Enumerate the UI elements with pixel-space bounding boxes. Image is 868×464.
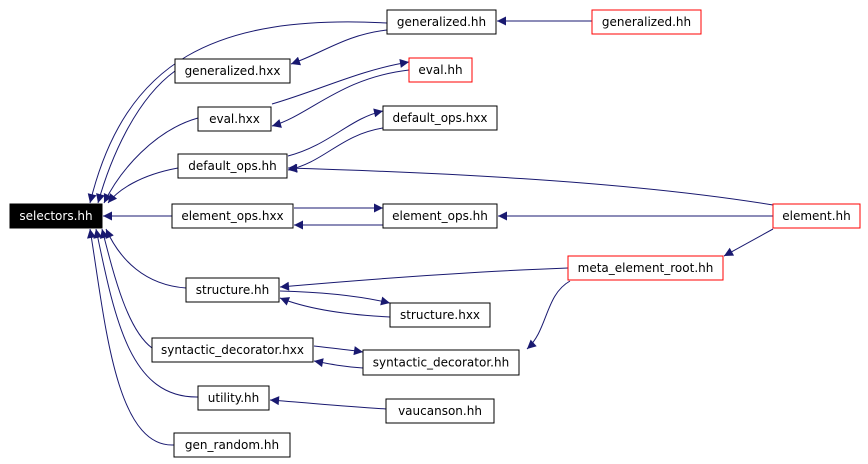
edge-default-ops-hxx-to-default-ops-hh xyxy=(287,127,384,173)
node-label: utility.hh xyxy=(208,391,259,405)
node-syntactic-decorator-hh[interactable]: syntactic_decorator.hh xyxy=(362,349,520,376)
node-label: eval.hxx xyxy=(209,112,260,126)
node-gen-random-hh[interactable]: gen_random.hh xyxy=(173,432,291,458)
edge-meta-element-root-hh-to-syntactic-decorator-hh xyxy=(526,280,571,350)
node-label: default_ops.hxx xyxy=(392,111,487,125)
edge-meta-element-root-hh-to-structure-hh xyxy=(279,267,569,291)
node-syntactic-decorator-hxx[interactable]: syntactic_decorator.hxx xyxy=(151,337,314,363)
node-eval-hh[interactable]: eval.hh xyxy=(408,57,473,83)
node-selectors-hh[interactable]: selectors.hh xyxy=(9,203,103,229)
edge-gen-random-hh-to-selectors-hh xyxy=(87,228,175,446)
node-label: meta_element_root.hh xyxy=(578,261,714,275)
edge-element-hh-to-meta-element-root-hh xyxy=(723,228,774,257)
edge-eval-hxx-to-eval-hh xyxy=(271,59,410,105)
edge-generalized-hh-a-to-selectors-hh xyxy=(87,21,388,204)
node-label: syntactic_decorator.hh xyxy=(373,356,509,370)
edge-structure-hh-to-structure-hxx xyxy=(279,290,391,306)
edge-generalized-hh-a-to-generalized-hxx xyxy=(290,29,388,66)
node-element-ops-hh[interactable]: element_ops.hh xyxy=(382,203,498,229)
edge-syntactic-decorator-hh-to-syntactic-decorator-hxx xyxy=(313,358,364,369)
node-label: structure.hh xyxy=(196,283,269,297)
node-default-ops-hh[interactable]: default_ops.hh xyxy=(177,153,288,179)
node-meta-element-root-hh[interactable]: meta_element_root.hh xyxy=(567,255,724,281)
edge-syntactic-decorator-hxx-to-selectors-hh xyxy=(99,228,153,349)
edge-syntactic-decorator-hxx-to-syntactic-decorator-hh xyxy=(313,345,364,356)
edge-generalized-hxx-to-selectors-hh xyxy=(96,70,176,204)
node-label: selectors.hh xyxy=(19,209,92,223)
node-label: element.hh xyxy=(782,209,851,223)
node-label: vaucanson.hh xyxy=(398,404,482,418)
edges-layer xyxy=(87,16,774,446)
node-utility-hh[interactable]: utility.hh xyxy=(197,385,270,411)
node-structure-hh[interactable]: structure.hh xyxy=(185,277,280,303)
edge-default-ops-hh-to-default-ops-hxx xyxy=(287,108,384,157)
node-default-ops-hxx[interactable]: default_ops.hxx xyxy=(382,105,498,131)
node-label: gen_random.hh xyxy=(185,438,279,452)
edge-structure-hxx-to-structure-hh xyxy=(279,297,391,318)
node-generalized-hh-internal[interactable]: generalized.hh xyxy=(386,9,497,35)
edge-default-ops-hh-to-selectors-hh xyxy=(107,167,179,204)
node-element-ops-hxx[interactable]: element_ops.hxx xyxy=(171,203,294,229)
node-label: eval.hh xyxy=(418,63,462,77)
edge-structure-hh-to-selectors-hh xyxy=(105,228,187,289)
edge-eval-hh-to-eval-hxx xyxy=(271,69,410,128)
node-vaucanson-hh[interactable]: vaucanson.hh xyxy=(385,398,495,424)
node-label: syntactic_decorator.hxx xyxy=(161,343,304,357)
node-label: generalized.hh xyxy=(602,15,691,29)
node-structure-hxx[interactable]: structure.hxx xyxy=(389,302,491,328)
node-label: generalized.hxx xyxy=(185,64,281,78)
nodes-layer: selectors.hh generalized.hh generalized.… xyxy=(9,9,861,458)
node-label: element_ops.hxx xyxy=(181,209,283,223)
node-label: structure.hxx xyxy=(400,308,480,322)
edge-utility-hh-to-selectors-hh xyxy=(93,228,199,398)
node-label: element_ops.hh xyxy=(392,209,488,223)
edge-eval-hxx-to-selectors-hh xyxy=(103,117,199,204)
node-eval-hxx[interactable]: eval.hxx xyxy=(197,106,272,132)
node-label: generalized.hh xyxy=(397,15,486,29)
node-generalized-hh-external[interactable]: generalized.hh xyxy=(591,9,702,35)
edge-element-hh-to-default-ops-hh xyxy=(287,163,774,206)
node-label: default_ops.hh xyxy=(188,159,276,173)
node-element-hh[interactable]: element.hh xyxy=(772,203,861,229)
node-generalized-hxx[interactable]: generalized.hxx xyxy=(174,58,291,84)
edge-vaucanson-hh-to-utility-hh xyxy=(269,396,387,410)
